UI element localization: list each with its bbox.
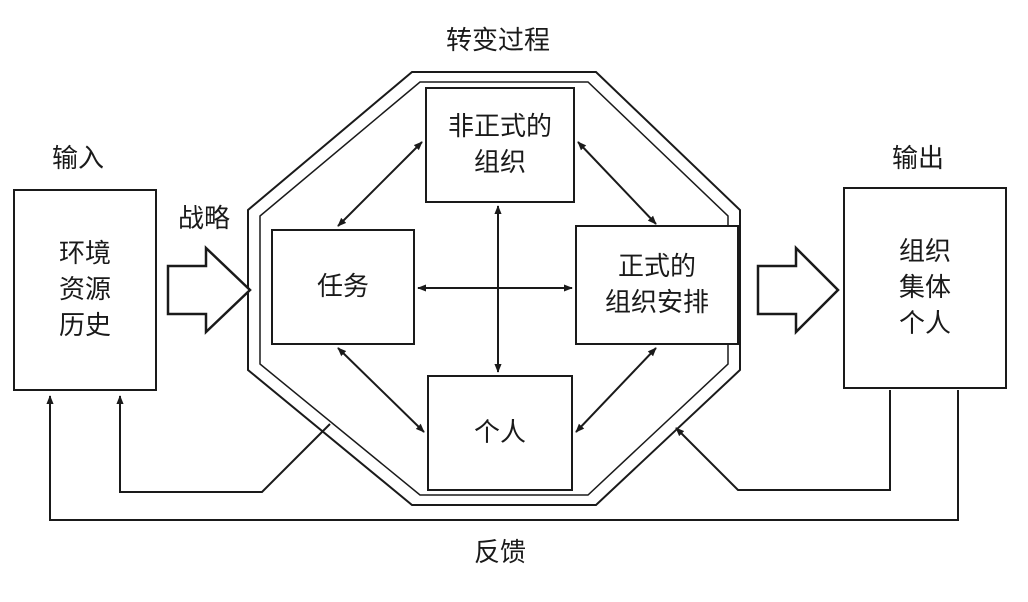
output-heading: 输出 <box>892 144 945 174</box>
arrow-informal-formal <box>577 141 657 225</box>
individual-box <box>427 375 573 491</box>
outer-feedback-loop <box>46 390 959 521</box>
output-box <box>843 187 1007 389</box>
output-block-arrow <box>756 244 840 336</box>
transformation-title: 转变过程 <box>446 26 551 56</box>
input-block-arrow <box>166 245 252 335</box>
task-box <box>271 229 415 345</box>
formal-arrangements-box <box>575 225 739 345</box>
output-content: 组织 集体 个人 <box>898 237 951 339</box>
informal-organization-text: 非正式的 组织 <box>447 112 552 178</box>
arrow-task-individual <box>337 347 425 433</box>
task-text: 任务 <box>316 272 369 302</box>
inner-feedback-left <box>116 395 331 493</box>
input-box <box>13 189 157 391</box>
informal-organization-box <box>425 87 575 203</box>
inner-feedback-right <box>675 390 891 491</box>
transformation-octagon-inner <box>259 81 729 496</box>
input-content: 环境 资源 历史 <box>58 239 111 341</box>
individual-text: 个人 <box>473 418 526 448</box>
feedback-label: 反馈 <box>474 538 527 568</box>
transformation-octagon-outer <box>247 71 741 506</box>
input-heading: 输入 <box>52 144 105 174</box>
arrow-formal-individual <box>575 347 657 433</box>
strategy-label: 战略 <box>178 204 231 234</box>
arrow-task-informal <box>337 141 423 227</box>
formal-arrangements-text: 正式的 组织安排 <box>604 252 709 318</box>
